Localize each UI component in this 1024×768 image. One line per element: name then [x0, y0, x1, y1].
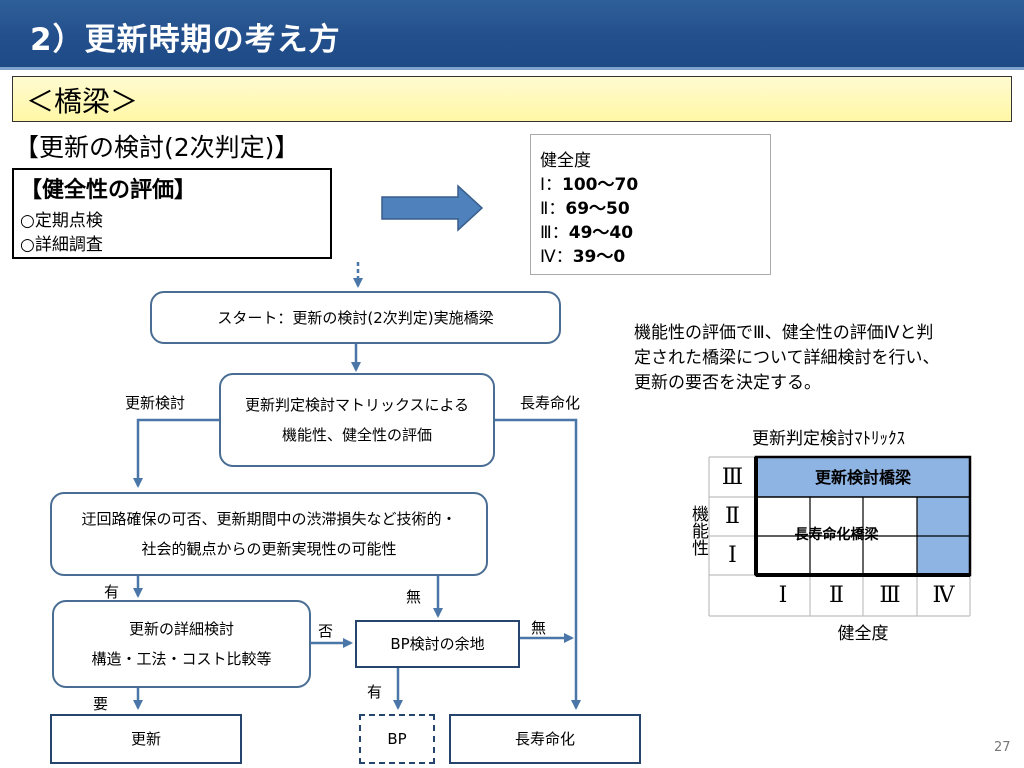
health-title: 健全度 [540, 151, 591, 171]
matrix-eval-line: 機能性、健全性の評価 [281, 426, 432, 444]
yes-label: 有 [367, 683, 383, 701]
health-row: Ⅰ：100～70 [540, 170, 638, 195]
feasibility-box: 迂回路確保の可否、更新期間中の渋滞損失など技術的・ 社会的観点からの更新実現性の… [50, 492, 488, 576]
health-grade: Ⅱ： [540, 199, 566, 219]
matrix-row-label: Ⅰ [728, 543, 737, 568]
matrix-title: 更新判定検討ﾏﾄﾘｯｸｽ [752, 429, 905, 449]
health-range: 49～40 [568, 223, 634, 243]
health-range: 69～50 [565, 199, 630, 219]
matrix-eval-box: 更新判定検討マトリックスによる 機能性、健全性の評価 [219, 373, 495, 467]
note-line: 更新の要否を決定する。 [634, 373, 821, 393]
start-label: スタート：更新の検討(2次判定)実施橋梁 [217, 308, 494, 327]
need-label: 要 [93, 695, 109, 713]
feasibility-line: 迂回路確保の可否、更新期間中の渋滞損失など技術的・ [81, 510, 457, 528]
end-long-life-label: 長寿命化 [514, 730, 575, 748]
subheading: 【更新の検討(2次判定)】 [14, 133, 300, 162]
health-row: Ⅲ：49～40 [540, 218, 633, 243]
matrix-col-label: Ⅰ [778, 583, 788, 608]
detail-study-line: 更新の詳細検討 [128, 620, 234, 638]
update-study-label: 更新検討 [125, 394, 186, 412]
no-label: 無 [406, 588, 422, 606]
matrix-col-label: Ⅲ [879, 583, 901, 608]
update-zone-label: 更新検討橋梁 [814, 468, 911, 487]
section-label: ＜橋梁＞ [26, 85, 139, 118]
matrix-x-axis: 健全度 [837, 624, 889, 644]
title-bar [0, 0, 1024, 70]
evaluation-box [12, 168, 332, 259]
page-title: 2）更新時期の考え方 [30, 22, 341, 58]
health-grade: Ⅳ： [540, 247, 573, 267]
arrow [133, 418, 219, 488]
evaluation-title: 【健全性の評価】 [20, 178, 197, 203]
feasibility-line: 社会的観点からの更新実現性の可能性 [141, 540, 397, 558]
yes-label: 有 [104, 583, 120, 601]
health-row: Ⅱ：69～50 [540, 194, 630, 219]
end-bp-box: BP [359, 714, 435, 764]
matrix-y-axis: 機能性 [688, 505, 708, 556]
health-range: 39～0 [572, 247, 626, 267]
start-box: スタート：更新の検討(2次判定)実施橋梁 [150, 291, 561, 344]
matrix-col-label: Ⅳ [932, 583, 955, 608]
evaluation-item: ○詳細調査 [20, 235, 103, 255]
detail-study-box: 更新の詳細検討 構造・工法・コスト比較等 [52, 600, 311, 688]
health-grade-box [530, 134, 771, 275]
health-grade: Ⅲ： [540, 223, 569, 243]
evaluation-item: ○定期点検 [20, 211, 103, 231]
end-long-life-box: 長寿命化 [449, 714, 641, 764]
arrow [495, 418, 581, 710]
health-grade: Ⅰ： [540, 175, 563, 195]
update-zone-top [756, 457, 970, 497]
matrix-row-label: Ⅲ [721, 464, 744, 490]
page-number: 27 [994, 740, 1011, 755]
long-life-label: 長寿命化 [520, 394, 581, 412]
end-update-label: 更新 [130, 730, 161, 748]
bp-room-box: BP検討の余地 [355, 620, 520, 668]
matrix-row-label: Ⅱ [725, 504, 740, 529]
matrix-col-label: Ⅱ [829, 583, 844, 608]
detail-study-line: 構造・工法・コスト比較等 [91, 650, 272, 668]
bp-room-label: BP検討の余地 [390, 635, 485, 653]
matrix-eval-line: 更新判定検討マトリックスによる [244, 396, 470, 414]
health-range: 100～70 [562, 175, 639, 195]
reject-label: 否 [318, 622, 334, 640]
end-update-box: 更新 [50, 714, 242, 764]
end-bp-label: BP [387, 730, 407, 748]
no-label: 無 [531, 619, 547, 637]
block-arrow [381, 184, 484, 232]
section-band [12, 76, 1012, 122]
long-life-zone-label: 長寿命化橋梁 [794, 527, 879, 543]
note-line: 定された橋梁について詳細検討を行い、 [634, 348, 940, 368]
note-line: 機能性の評価でⅢ、健全性の評価Ⅳと判 [634, 323, 934, 343]
health-row: Ⅳ：39～0 [540, 242, 625, 267]
